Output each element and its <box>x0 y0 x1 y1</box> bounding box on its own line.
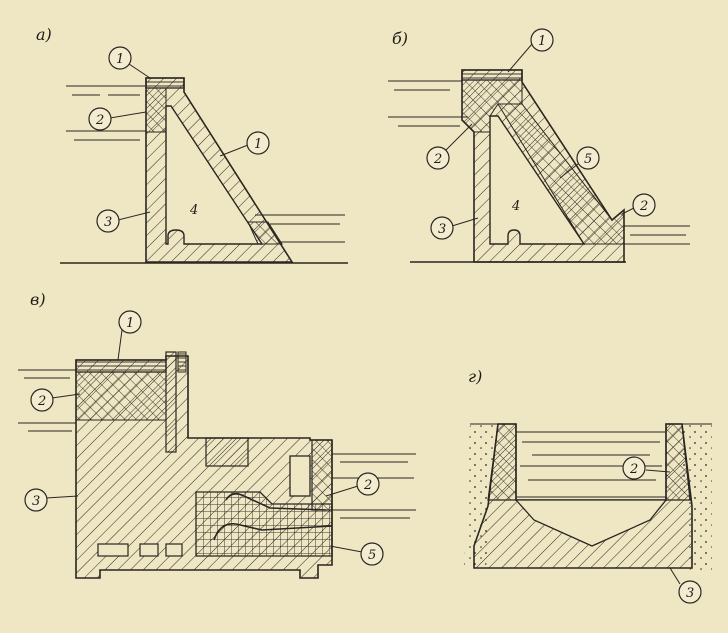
panel-b-callout-1: 1 <box>507 28 554 73</box>
panel-a-callout-2: 2 <box>88 107 147 131</box>
panel-b-cavity <box>489 115 586 245</box>
svg-text:5: 5 <box>584 152 592 167</box>
panel-v-label: в) <box>30 290 46 309</box>
panel-g-callout-3: 3 <box>669 567 702 604</box>
panel-v-callout-2-right: 2 <box>325 472 380 497</box>
panel-v-callout-3: 3 <box>24 488 79 512</box>
panel-a-callout-3: 3 <box>96 209 151 233</box>
panel-v-step <box>205 437 249 467</box>
panel-a-crest <box>145 77 185 89</box>
svg-text:2: 2 <box>433 152 442 167</box>
svg-text:3: 3 <box>438 222 446 237</box>
panel-v-callout-5: 5 <box>329 542 384 566</box>
svg-text:5: 5 <box>368 548 376 563</box>
svg-text:2: 2 <box>629 462 638 477</box>
panel-g-callout-2: 2 <box>622 456 671 480</box>
panel-v-callout-2-left: 2 <box>30 388 81 412</box>
panel-v-gallery-3 <box>165 543 183 557</box>
svg-text:2: 2 <box>37 394 46 409</box>
panel-v-flow-line <box>213 523 333 541</box>
panel-v-gallery-2 <box>139 543 159 557</box>
panel-g-wall-right <box>665 423 691 501</box>
svg-text:1: 1 <box>254 137 262 152</box>
svg-text:3: 3 <box>686 586 694 601</box>
panel-v-callout-1: 1 <box>117 310 142 361</box>
panel-a: а) 1 <box>36 25 348 264</box>
panel-g-label: г) <box>468 367 482 386</box>
panel-b-callout-3: 3 <box>430 216 479 240</box>
panel-a-downstream-water <box>255 214 345 243</box>
panel-v: в) <box>18 290 416 579</box>
panel-g-v-bottom <box>514 499 668 547</box>
panel-b: б) 1 2 <box>388 28 690 263</box>
svg-text:1: 1 <box>116 52 124 67</box>
panel-b-callout-2-left: 2 <box>426 123 473 170</box>
panel-b-upstream-water <box>388 80 468 127</box>
svg-text:2: 2 <box>363 478 372 493</box>
panel-b-label-4: 4 <box>511 199 520 214</box>
panel-b-zone-2 <box>461 79 523 133</box>
panel-v-opening <box>289 455 311 497</box>
panel-b-callout-5: 5 <box>559 146 600 179</box>
svg-text:3: 3 <box>32 494 40 509</box>
panel-g: г) 2 3 <box>464 367 712 604</box>
panel-a-zone-2 <box>145 87 167 133</box>
panel-b-downstream-water <box>624 225 690 245</box>
panel-v-draft-tube <box>225 492 327 511</box>
panel-v-gate-post <box>177 351 187 373</box>
panel-b-crest <box>461 69 523 81</box>
svg-text:3: 3 <box>104 215 112 230</box>
panel-v-crest <box>75 359 167 373</box>
panel-v-gate-slot <box>165 351 177 453</box>
panel-a-cavity <box>165 105 264 245</box>
svg-text:2: 2 <box>639 199 648 214</box>
panel-a-upstream-water <box>66 85 146 141</box>
panel-g-soil-left <box>464 424 498 568</box>
panel-b-label: б) <box>392 29 408 48</box>
panel-g-water <box>516 431 666 498</box>
panel-v-zone-2 <box>75 371 167 421</box>
panel-b-zone-5 <box>497 103 625 245</box>
panel-a-callout-1-top: 1 <box>108 46 151 79</box>
panel-g-wall-left <box>487 423 517 501</box>
svg-text:1: 1 <box>538 34 546 49</box>
panel-v-upstream-water <box>18 369 76 432</box>
panel-b-callout-2-right: 2 <box>621 193 656 217</box>
panel-a-toe-zone <box>247 221 283 245</box>
panel-v-right-block <box>311 439 333 511</box>
panel-v-gallery-1 <box>97 543 129 557</box>
panel-a-label: а) <box>36 25 52 44</box>
svg-text:1: 1 <box>126 316 134 331</box>
svg-text:2: 2 <box>95 113 104 128</box>
panel-a-label-4: 4 <box>189 203 198 218</box>
panel-a-callout-1-face: 1 <box>219 131 270 157</box>
panel-v-zone-5 <box>195 491 333 557</box>
